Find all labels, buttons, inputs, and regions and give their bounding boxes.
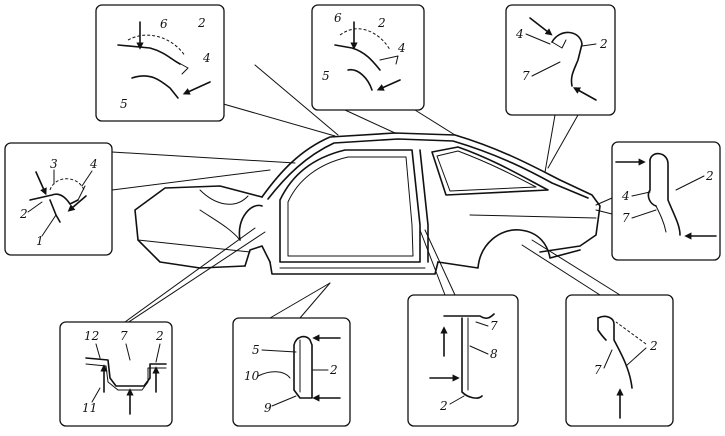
label-5: 5 (252, 343, 260, 357)
label-10: 10 (244, 369, 260, 383)
callout-b-pillar: 7 8 2 (407, 294, 519, 427)
callout-rear-pillar: 2 4 7 (611, 141, 721, 261)
label-7: 7 (594, 363, 602, 377)
callout-left-sill-roof: 3 4 2 1 (4, 142, 113, 256)
label-2: 2 (155, 329, 164, 343)
label-7: 7 (120, 329, 128, 343)
callout-floor-sill: 12 7 2 11 (59, 321, 173, 427)
label-4: 4 (621, 189, 630, 203)
label-2: 2 (377, 16, 386, 30)
callout-roof-rear: 4 2 7 (505, 4, 616, 116)
label-2: 2 (197, 16, 206, 30)
callout-roof-mid: 6 2 4 5 (311, 4, 425, 111)
label-11: 11 (82, 401, 97, 415)
label-2: 2 (19, 207, 28, 221)
callout-wheel-arch: 2 7 (565, 294, 674, 427)
car-body-shell (134, 132, 601, 275)
callout-door-sill: 5 10 2 9 (232, 317, 351, 427)
label-2: 2 (649, 339, 658, 353)
callout-roof-front: 6 2 4 5 (95, 4, 225, 122)
label-8: 8 (490, 347, 498, 361)
label-6: 6 (334, 11, 342, 25)
label-7: 7 (622, 211, 630, 225)
label-2: 2 (439, 399, 448, 413)
label-6: 6 (160, 17, 168, 31)
label-2: 2 (705, 169, 714, 183)
label-5: 5 (322, 69, 330, 83)
label-3: 3 (50, 157, 58, 171)
label-5: 5 (120, 97, 128, 111)
label-9: 9 (264, 401, 272, 415)
label-4: 4 (515, 27, 524, 41)
label-2: 2 (599, 37, 608, 51)
label-2: 2 (329, 363, 338, 377)
label-7: 7 (522, 69, 530, 83)
label-12: 12 (84, 329, 99, 343)
label-4: 4 (397, 41, 406, 55)
label-4: 4 (202, 51, 211, 65)
label-1: 1 (36, 234, 44, 248)
label-7: 7 (490, 319, 498, 333)
label-4: 4 (89, 157, 98, 171)
